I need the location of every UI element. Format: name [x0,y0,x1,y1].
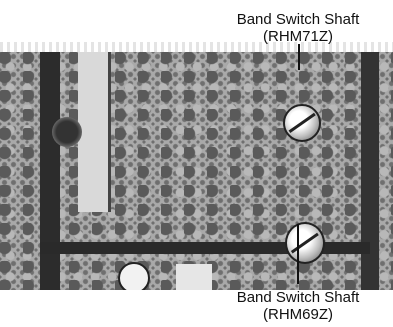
band-switch-shaft-bottom [285,222,325,264]
leader-line-bottom [297,224,299,284]
label-top: Band Switch Shaft (RHM71Z) [218,11,378,45]
leader-line-top [298,44,300,70]
label-bottom-title: Band Switch Shaft [236,289,360,306]
label-top-part: (RHM71Z) [263,28,333,45]
metal-bracket [78,52,111,212]
photo-top-edge [0,42,393,54]
circuit-board-photo [0,52,393,290]
bottom-tab [176,264,212,290]
chassis-frame-left [40,52,60,290]
bottom-hole [118,262,150,290]
label-bottom: Band Switch Shaft (RHM69Z) [218,289,378,323]
component-knob [52,117,82,147]
label-bottom-part: (RHM69Z) [263,306,333,323]
band-switch-shaft-top [283,104,321,142]
chassis-frame-right [361,52,379,290]
label-top-title: Band Switch Shaft [236,11,360,28]
